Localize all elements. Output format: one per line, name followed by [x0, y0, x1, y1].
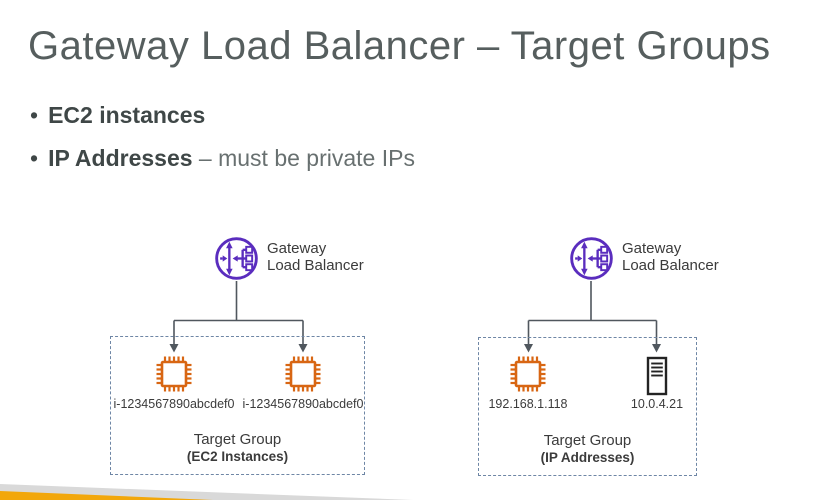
ec2-instance-chip-icon	[285, 356, 321, 392]
glb-label-line2: Load Balancer	[622, 257, 719, 274]
bullet-bold-text: EC2 instances	[48, 102, 206, 128]
slide-title: Gateway Load Balancer – Target Groups	[28, 24, 771, 68]
gateway-load-balancer-icon	[215, 237, 258, 280]
target-group-subtitle: (IP Addresses)	[540, 450, 635, 465]
target-label: i-1234567890abcdef0	[242, 397, 364, 411]
bottom-left-wedge-decoration	[0, 484, 413, 500]
glb-label: Gateway Load Balancer	[622, 240, 719, 274]
target-group-caption: Target Group (EC2 Instances)	[111, 431, 364, 465]
target-label: 192.168.1.118	[488, 397, 568, 411]
glb-label-line1: Gateway	[267, 240, 327, 257]
ec2-instance-chip-icon	[156, 356, 192, 392]
glb-label: Gateway Load Balancer	[267, 240, 364, 274]
target-group-box-ec2: Target Group (EC2 Instances)	[110, 336, 365, 475]
bullet-ec2-instances: EC2 instances	[30, 102, 415, 128]
target-group-caption: Target Group (IP Addresses)	[479, 432, 696, 466]
target-group-box-ip: Target Group (IP Addresses)	[478, 337, 697, 476]
target-group-title: Target Group	[543, 432, 632, 449]
bullet-bold-text: IP Addresses	[48, 145, 193, 171]
target-label: 10.0.4.21	[630, 397, 684, 411]
target-label: i-1234567890abcdef0	[113, 397, 235, 411]
bullet-ip-addresses: IP Addresses – must be private IPs	[30, 145, 415, 171]
server-icon	[646, 356, 668, 396]
target-group-subtitle: (EC2 Instances)	[186, 449, 289, 464]
glb-label-line1: Gateway	[622, 240, 682, 257]
target-group-title: Target Group	[193, 431, 282, 448]
bullet-rest-text: – must be private IPs	[192, 145, 415, 171]
ec2-instance-chip-icon	[510, 356, 546, 392]
bullet-list: EC2 instances IP Addresses – must be pri…	[30, 102, 415, 188]
gateway-load-balancer-icon	[570, 237, 613, 280]
glb-label-line2: Load Balancer	[267, 257, 364, 274]
